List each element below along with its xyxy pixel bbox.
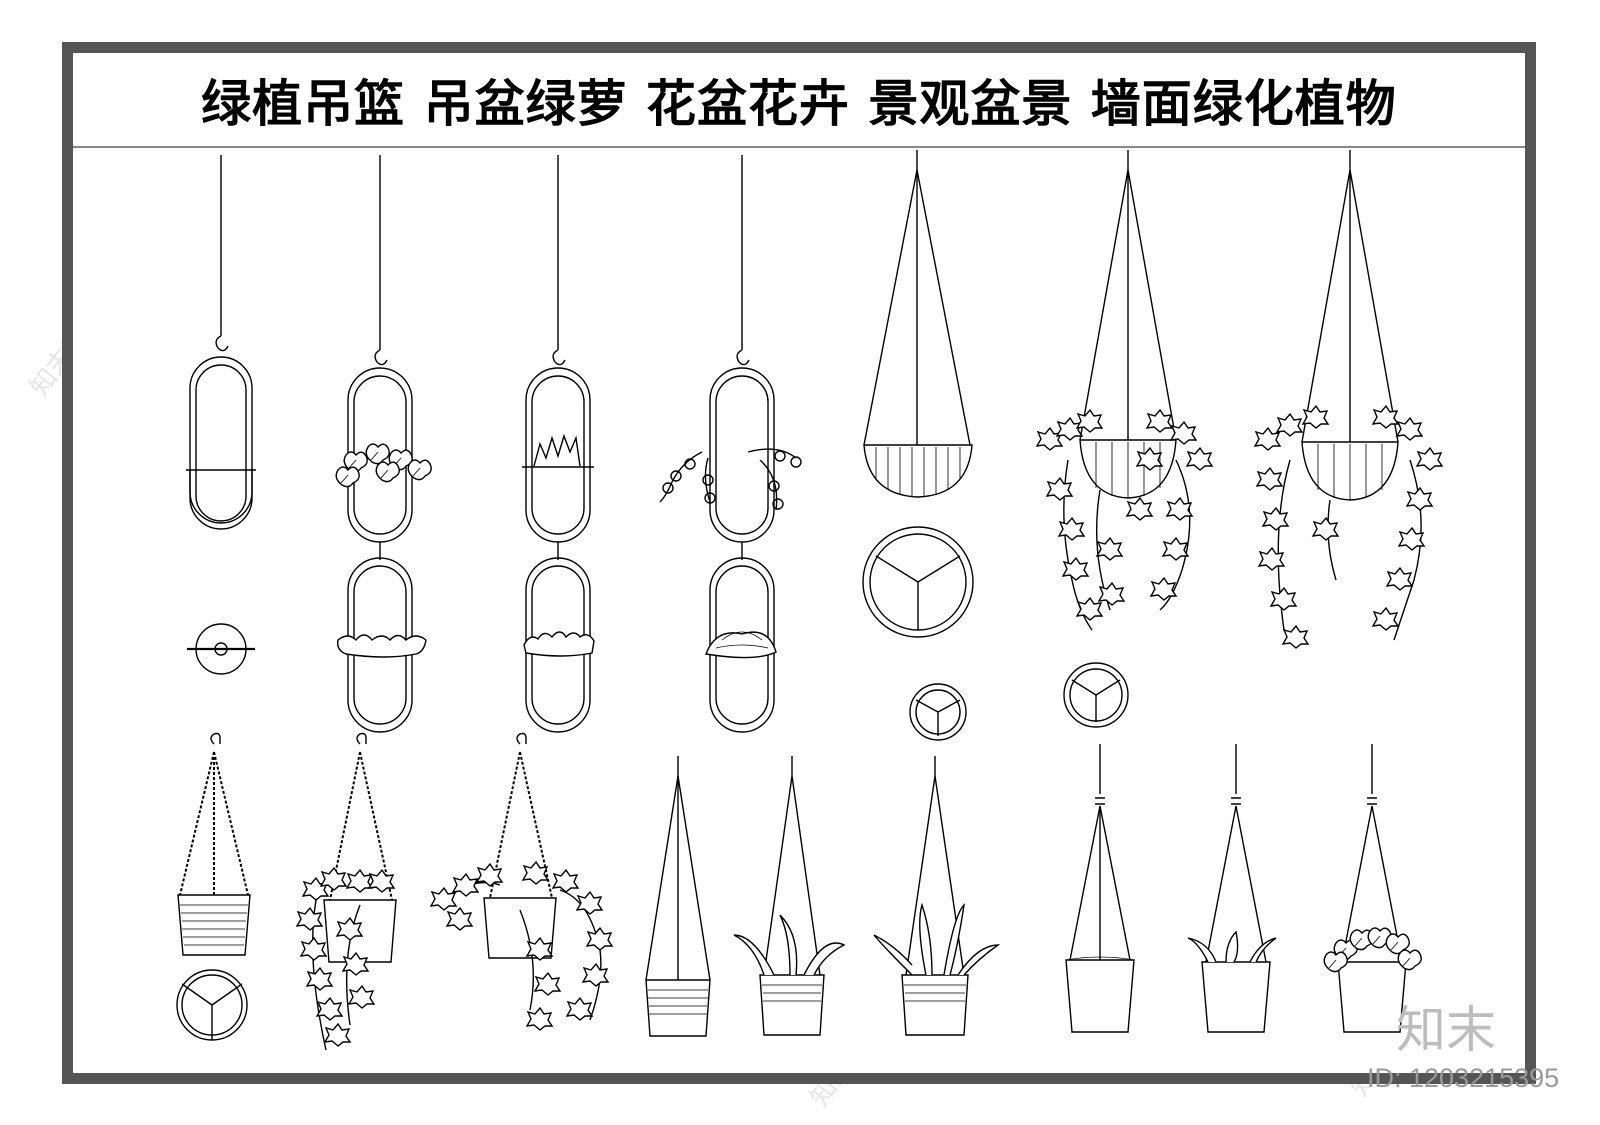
ring-planter-2: [335, 155, 432, 733]
rope-pot-plant-3: [1187, 744, 1277, 1033]
image-id: ID: 1203215395: [1367, 1063, 1560, 1093]
chain-pot-1: [177, 732, 251, 956]
pot-plan-2: [176, 969, 248, 1041]
rope-pot-plant-4: [1323, 744, 1422, 1033]
hanging-basket-ivy-1: [1036, 150, 1213, 631]
ring-planter-1: [186, 155, 256, 530]
brand-logo: 知末: [1396, 1001, 1496, 1059]
basket-plan-1: [862, 526, 974, 638]
basket-plan-2: [1063, 662, 1129, 728]
chain-pot-ivy-1: [296, 732, 397, 1051]
rope-pot-plant-2: [873, 756, 1001, 1036]
hanging-basket-ivy-2: [1254, 150, 1443, 649]
basket-plan-3: [909, 683, 967, 741]
rope-pot-plant-1: [733, 756, 846, 1036]
rope-pot-1: [645, 756, 711, 1037]
ring-planter-3: [522, 155, 595, 733]
hanging-basket-1: [863, 150, 973, 498]
ring-planter-4: [659, 155, 802, 733]
chain-pot-ivy-2: [430, 732, 613, 1031]
rope-pot-2: [1065, 744, 1135, 1033]
title-bar: 绿植吊篮 吊盆绿萝 花盆花卉 景观盆景 墙面绿化植物: [73, 53, 1525, 148]
sheet-title: 绿植吊篮 吊盆绿萝 花盆花卉 景观盆景 墙面绿化植物: [201, 74, 1397, 133]
pot-plan-1: [187, 623, 255, 675]
